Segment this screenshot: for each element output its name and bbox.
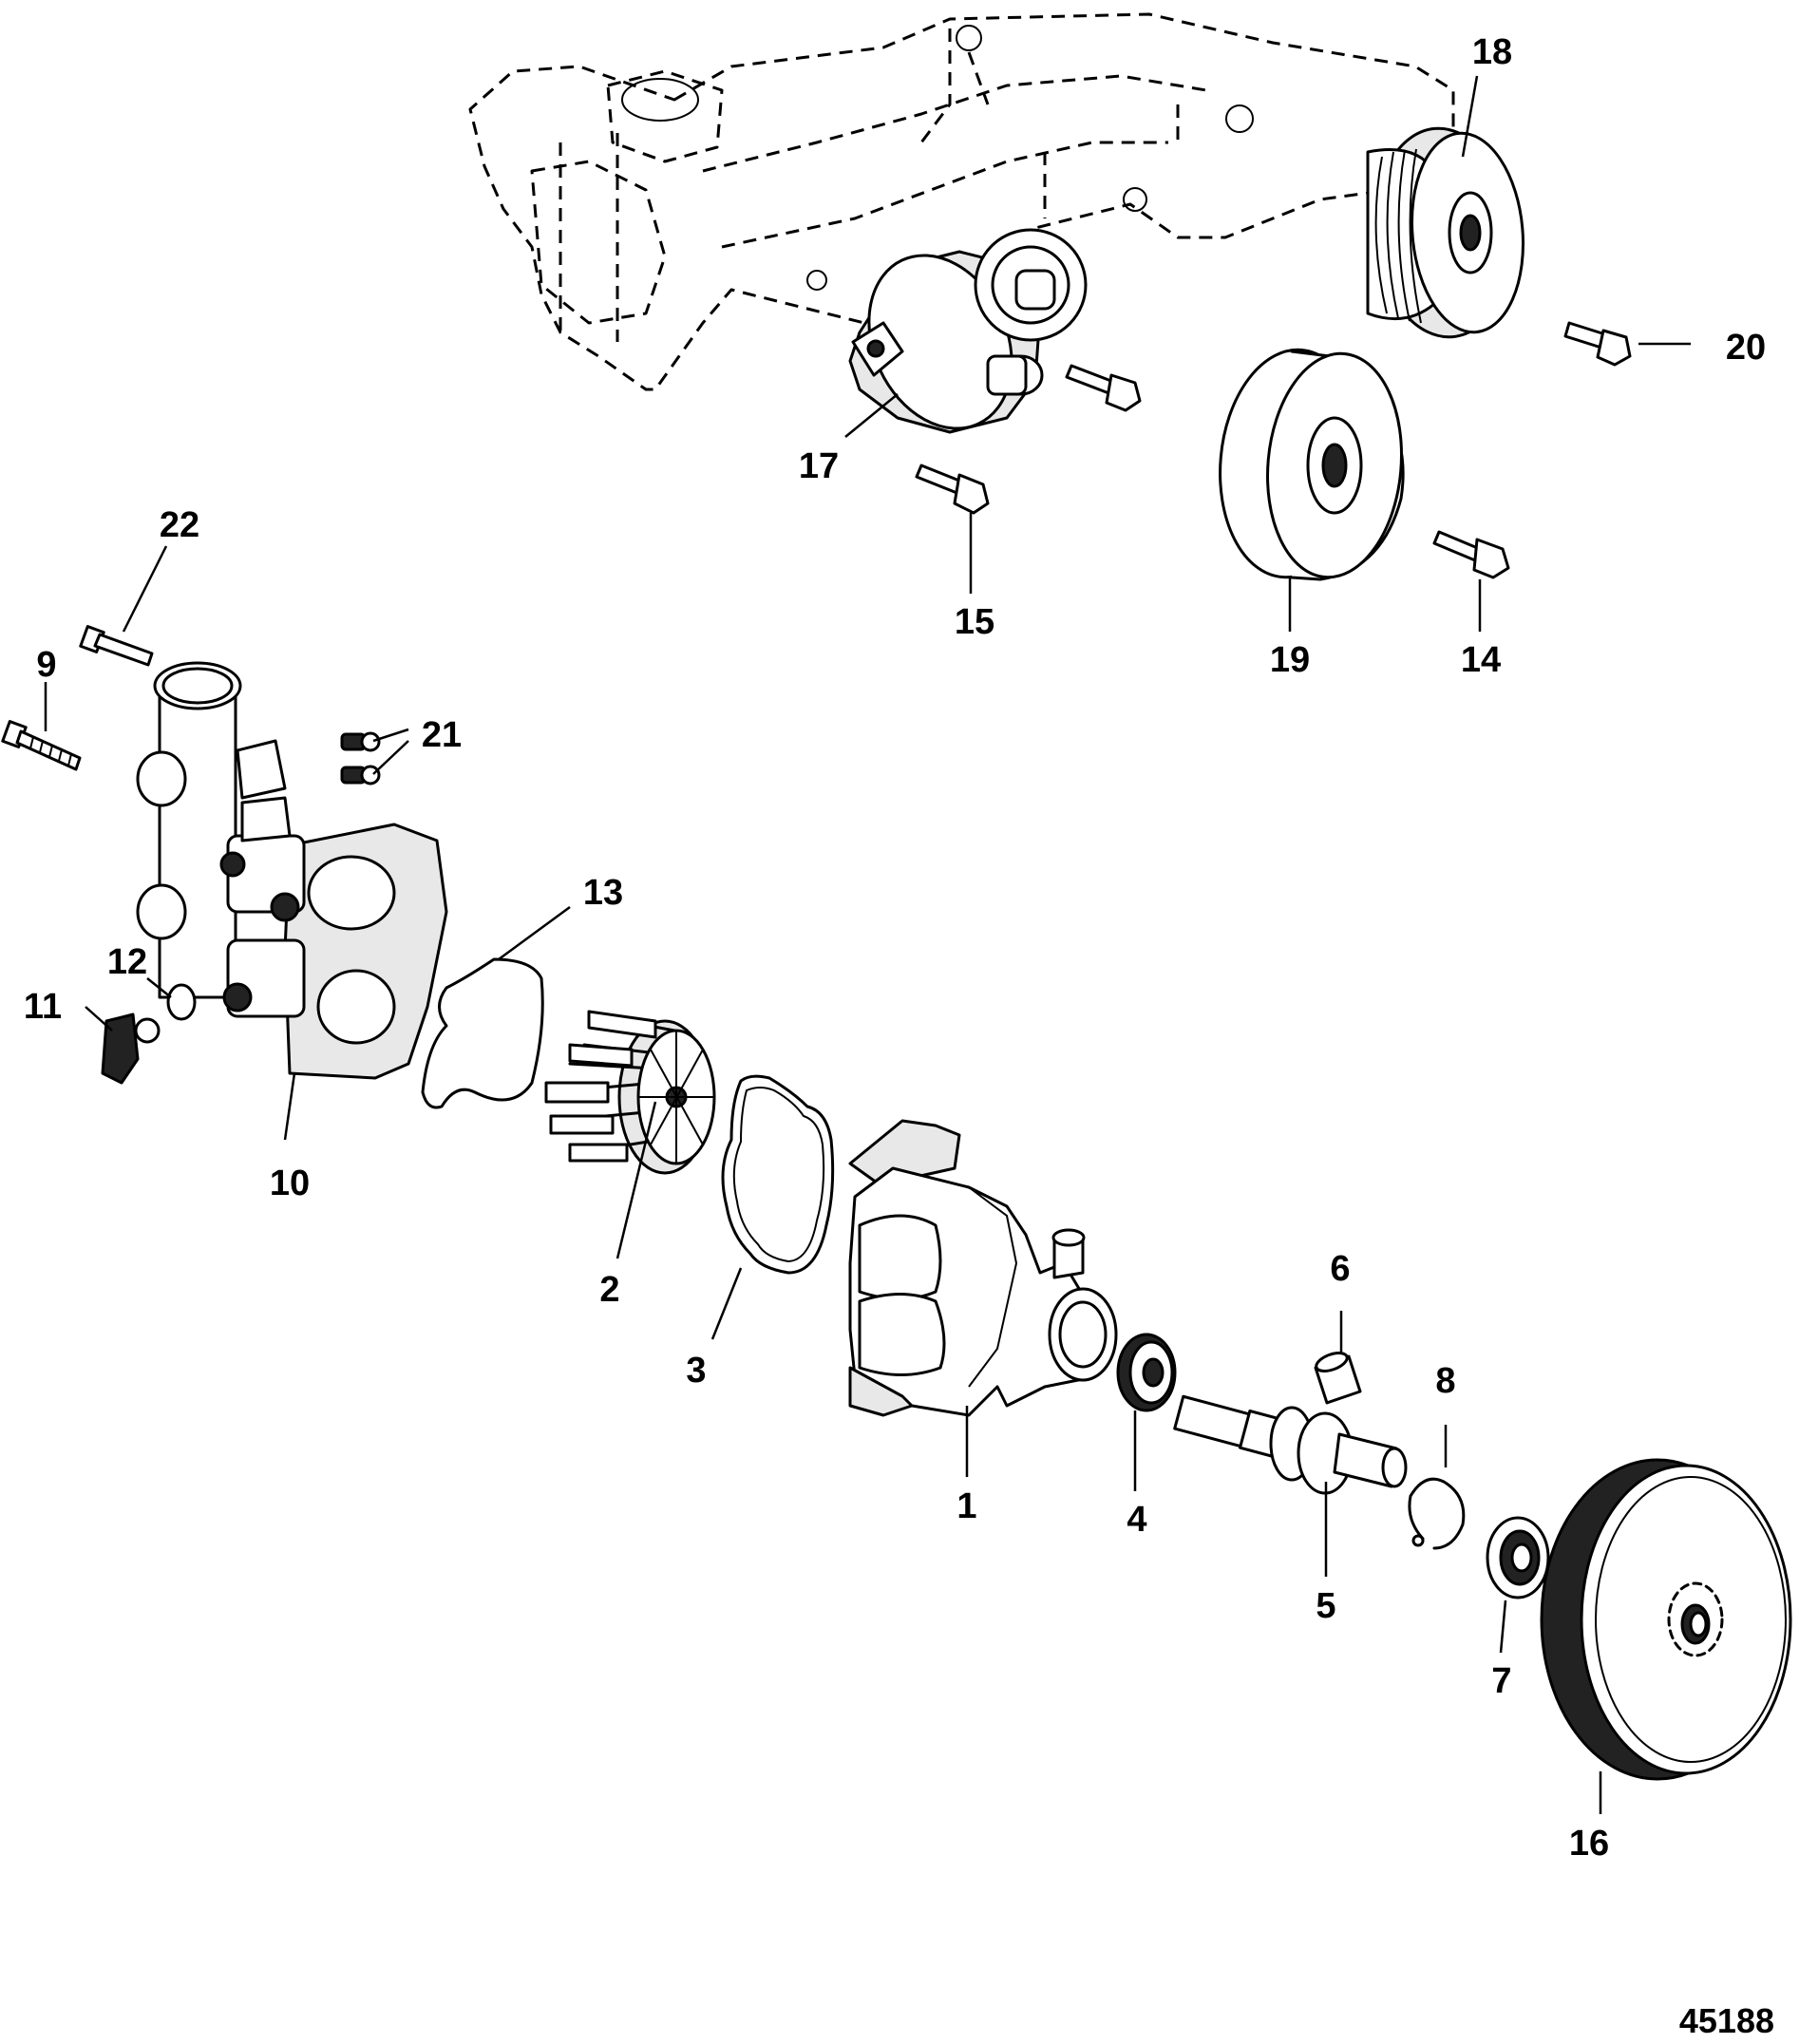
part-13-gasket [421,957,544,1109]
part-18-grooved-pulley [1366,126,1524,339]
part-15-bolt [915,464,990,515]
part-16-pulley [1540,1458,1792,1781]
part-3-gasket [721,1074,835,1275]
part-7-hub [1486,1516,1550,1599]
part-21-screws [340,731,381,785]
part-4-seal [1116,1333,1177,1412]
callout-3: 3 [686,1351,706,1391]
part-8-snap-ring [1408,1477,1466,1550]
tensioner-bolt [1065,364,1142,412]
callout-15: 15 [955,602,994,642]
part-14-bolt [1432,530,1510,579]
part-5-shaft [1173,1394,1408,1495]
callout-17: 17 [799,446,839,486]
callout-7: 7 [1491,1661,1511,1701]
part-20-bolt [1563,321,1632,367]
part-17-belt-tensioner [848,228,1088,434]
callout-2: 2 [599,1270,619,1310]
part-6-sleeve [1314,1351,1362,1405]
part-22-bolt [79,625,154,667]
part-10-pump-cover [136,661,448,1080]
callout-9: 9 [36,645,56,685]
part-2-impeller [544,1010,716,1175]
callout-1: 1 [956,1486,976,1526]
part-19-smooth-pulley [1219,348,1405,581]
callout-6: 6 [1330,1249,1350,1289]
callout-13: 13 [583,873,623,913]
callout-4: 4 [1127,1500,1146,1540]
part-11-drain-plug [101,1013,161,1085]
callout-labels: 1 2 3 4 5 6 7 8 9 10 11 12 13 14 15 16 1… [24,32,1766,1864]
callout-11: 11 [24,987,62,1027]
part-9-bolt [1,720,82,771]
leader-lines [44,75,1691,1814]
callout-10: 10 [270,1164,310,1203]
part-12-o-ring [166,983,197,1021]
callout-19: 19 [1270,640,1310,680]
callout-18: 18 [1472,32,1512,72]
callout-20: 20 [1726,328,1766,368]
part-1-pump-body [848,1119,1118,1417]
callout-12: 12 [107,942,147,982]
callout-16: 16 [1569,1824,1609,1864]
callout-5: 5 [1316,1586,1335,1626]
figure-number: 45188 [1679,2001,1774,2040]
callout-21: 21 [422,715,462,755]
callout-22: 22 [160,505,199,545]
callout-14: 14 [1461,640,1501,680]
callout-8: 8 [1435,1361,1455,1401]
